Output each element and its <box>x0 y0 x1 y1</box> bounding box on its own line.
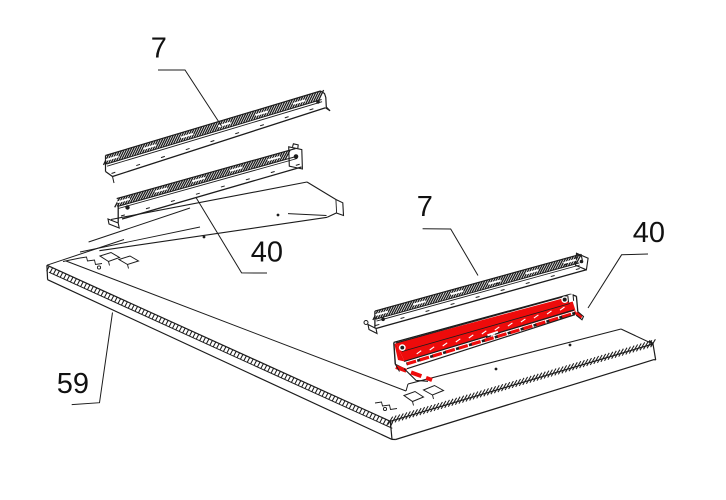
svg-text:7: 7 <box>151 33 167 65</box>
svg-text:7: 7 <box>417 191 433 223</box>
svg-text:40: 40 <box>251 236 283 268</box>
svg-text:40: 40 <box>633 217 665 249</box>
svg-text:59: 59 <box>57 368 89 400</box>
